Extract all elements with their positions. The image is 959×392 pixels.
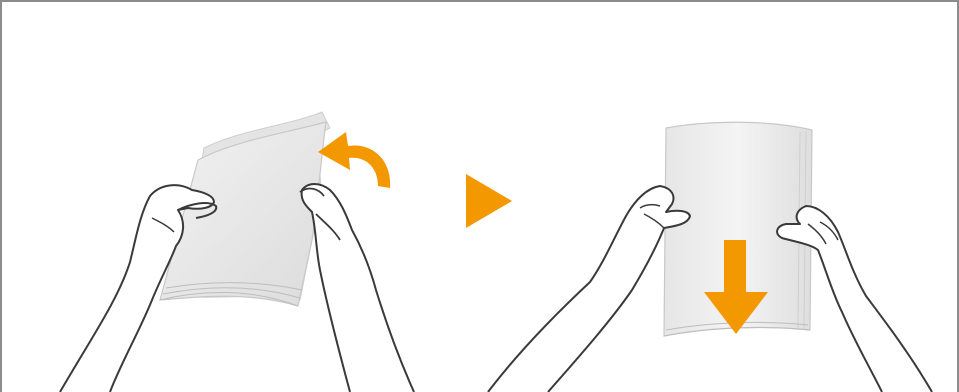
panel-fan-paper [60, 112, 414, 392]
curved-arrow-icon [318, 132, 390, 188]
panel-align-paper [488, 122, 932, 392]
play-triangle-icon [466, 174, 512, 228]
left-hand-2 [488, 186, 690, 392]
paper-stack [160, 122, 326, 306]
